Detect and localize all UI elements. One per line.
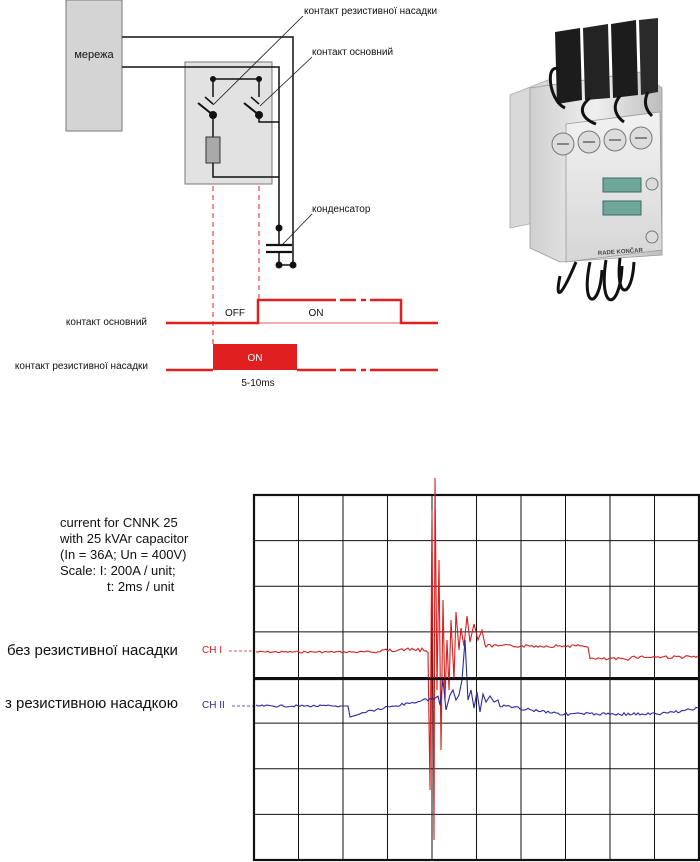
timing-diagram: контакт основний OFF ON контакт резистив… (15, 298, 438, 389)
ch2-description: з резистивною насадкою (5, 695, 178, 712)
brand-text: RADE KONČAR (598, 247, 644, 257)
cable (580, 96, 597, 126)
callout-resistive-contact: контакт резистивної насадки (304, 6, 437, 17)
main-off-label: OFF (225, 308, 245, 319)
ch1-name: CH I (202, 645, 222, 656)
cable (548, 66, 566, 110)
terminal-screw (645, 177, 659, 191)
scope-grid (254, 495, 699, 860)
callout-leader (212, 15, 304, 106)
main-switch-tick (250, 96, 260, 105)
junction-dot (275, 224, 283, 232)
resistive-switch-tick (204, 96, 214, 105)
junction-dot (275, 261, 283, 269)
wire (212, 163, 279, 178)
cable (613, 95, 625, 124)
scope-info-line: current for CNNK 25 (60, 515, 178, 530)
contactor-photo: RADE KONČAR (509, 18, 663, 302)
junction-dot (289, 261, 297, 269)
cable (617, 257, 636, 292)
cable (644, 91, 654, 118)
contactor-box (184, 61, 273, 185)
network-box (65, 0, 123, 132)
circuit-diagram: мережа контакт резистивн (65, 0, 437, 345)
callout-leader (280, 213, 313, 247)
callout-leader (259, 56, 313, 107)
main-contact-signal (166, 298, 336, 325)
wire (258, 115, 279, 123)
indicator-window (602, 177, 642, 193)
ch2-trace (255, 639, 699, 718)
scope-info-line: t: 2ms / unit (107, 579, 175, 594)
scope-info: current for CNNK 25 with 25 kVAr capacit… (59, 515, 189, 594)
main-on-label: ON (309, 308, 324, 319)
indicator-window (602, 200, 642, 216)
resistor-module (555, 28, 582, 104)
resistor-module (583, 24, 610, 100)
resistor (205, 136, 221, 164)
network-label: мережа (74, 49, 114, 61)
ch1-trace (255, 477, 699, 841)
scope-info-line: (In = 36A; Un = 400V) (60, 547, 186, 562)
wire-supply-top (122, 36, 294, 228)
scope-info-line: with 25 kVAr capacitor (59, 531, 189, 546)
ch1-description: без резистивної насадки (7, 642, 178, 659)
terminal-screw (645, 230, 659, 244)
wire-supply-bottom (122, 66, 280, 245)
duration-label: 5-10ms (241, 378, 274, 389)
main-contact-signal (370, 298, 438, 325)
resistor-module (611, 20, 638, 98)
cable (556, 261, 578, 295)
callout-main-contact: контакт основний (312, 47, 393, 58)
scope-info-line: Scale: I: 200A / unit; (60, 563, 176, 578)
ch2-name: CH II (202, 700, 225, 711)
resistive-on-label: ON (248, 353, 263, 364)
callout-capacitor: конденсатор (312, 204, 371, 215)
main-row-label: контакт основний (66, 317, 147, 328)
resistor-module (639, 18, 658, 95)
resistive-row-label: контакт резистивної насадки (15, 361, 148, 372)
resistive-on-pulse (213, 344, 297, 370)
cable (585, 261, 604, 301)
scope-screen (252, 477, 700, 862)
scope-legend: без резистивної насадки CH I з резистивн… (5, 642, 253, 712)
